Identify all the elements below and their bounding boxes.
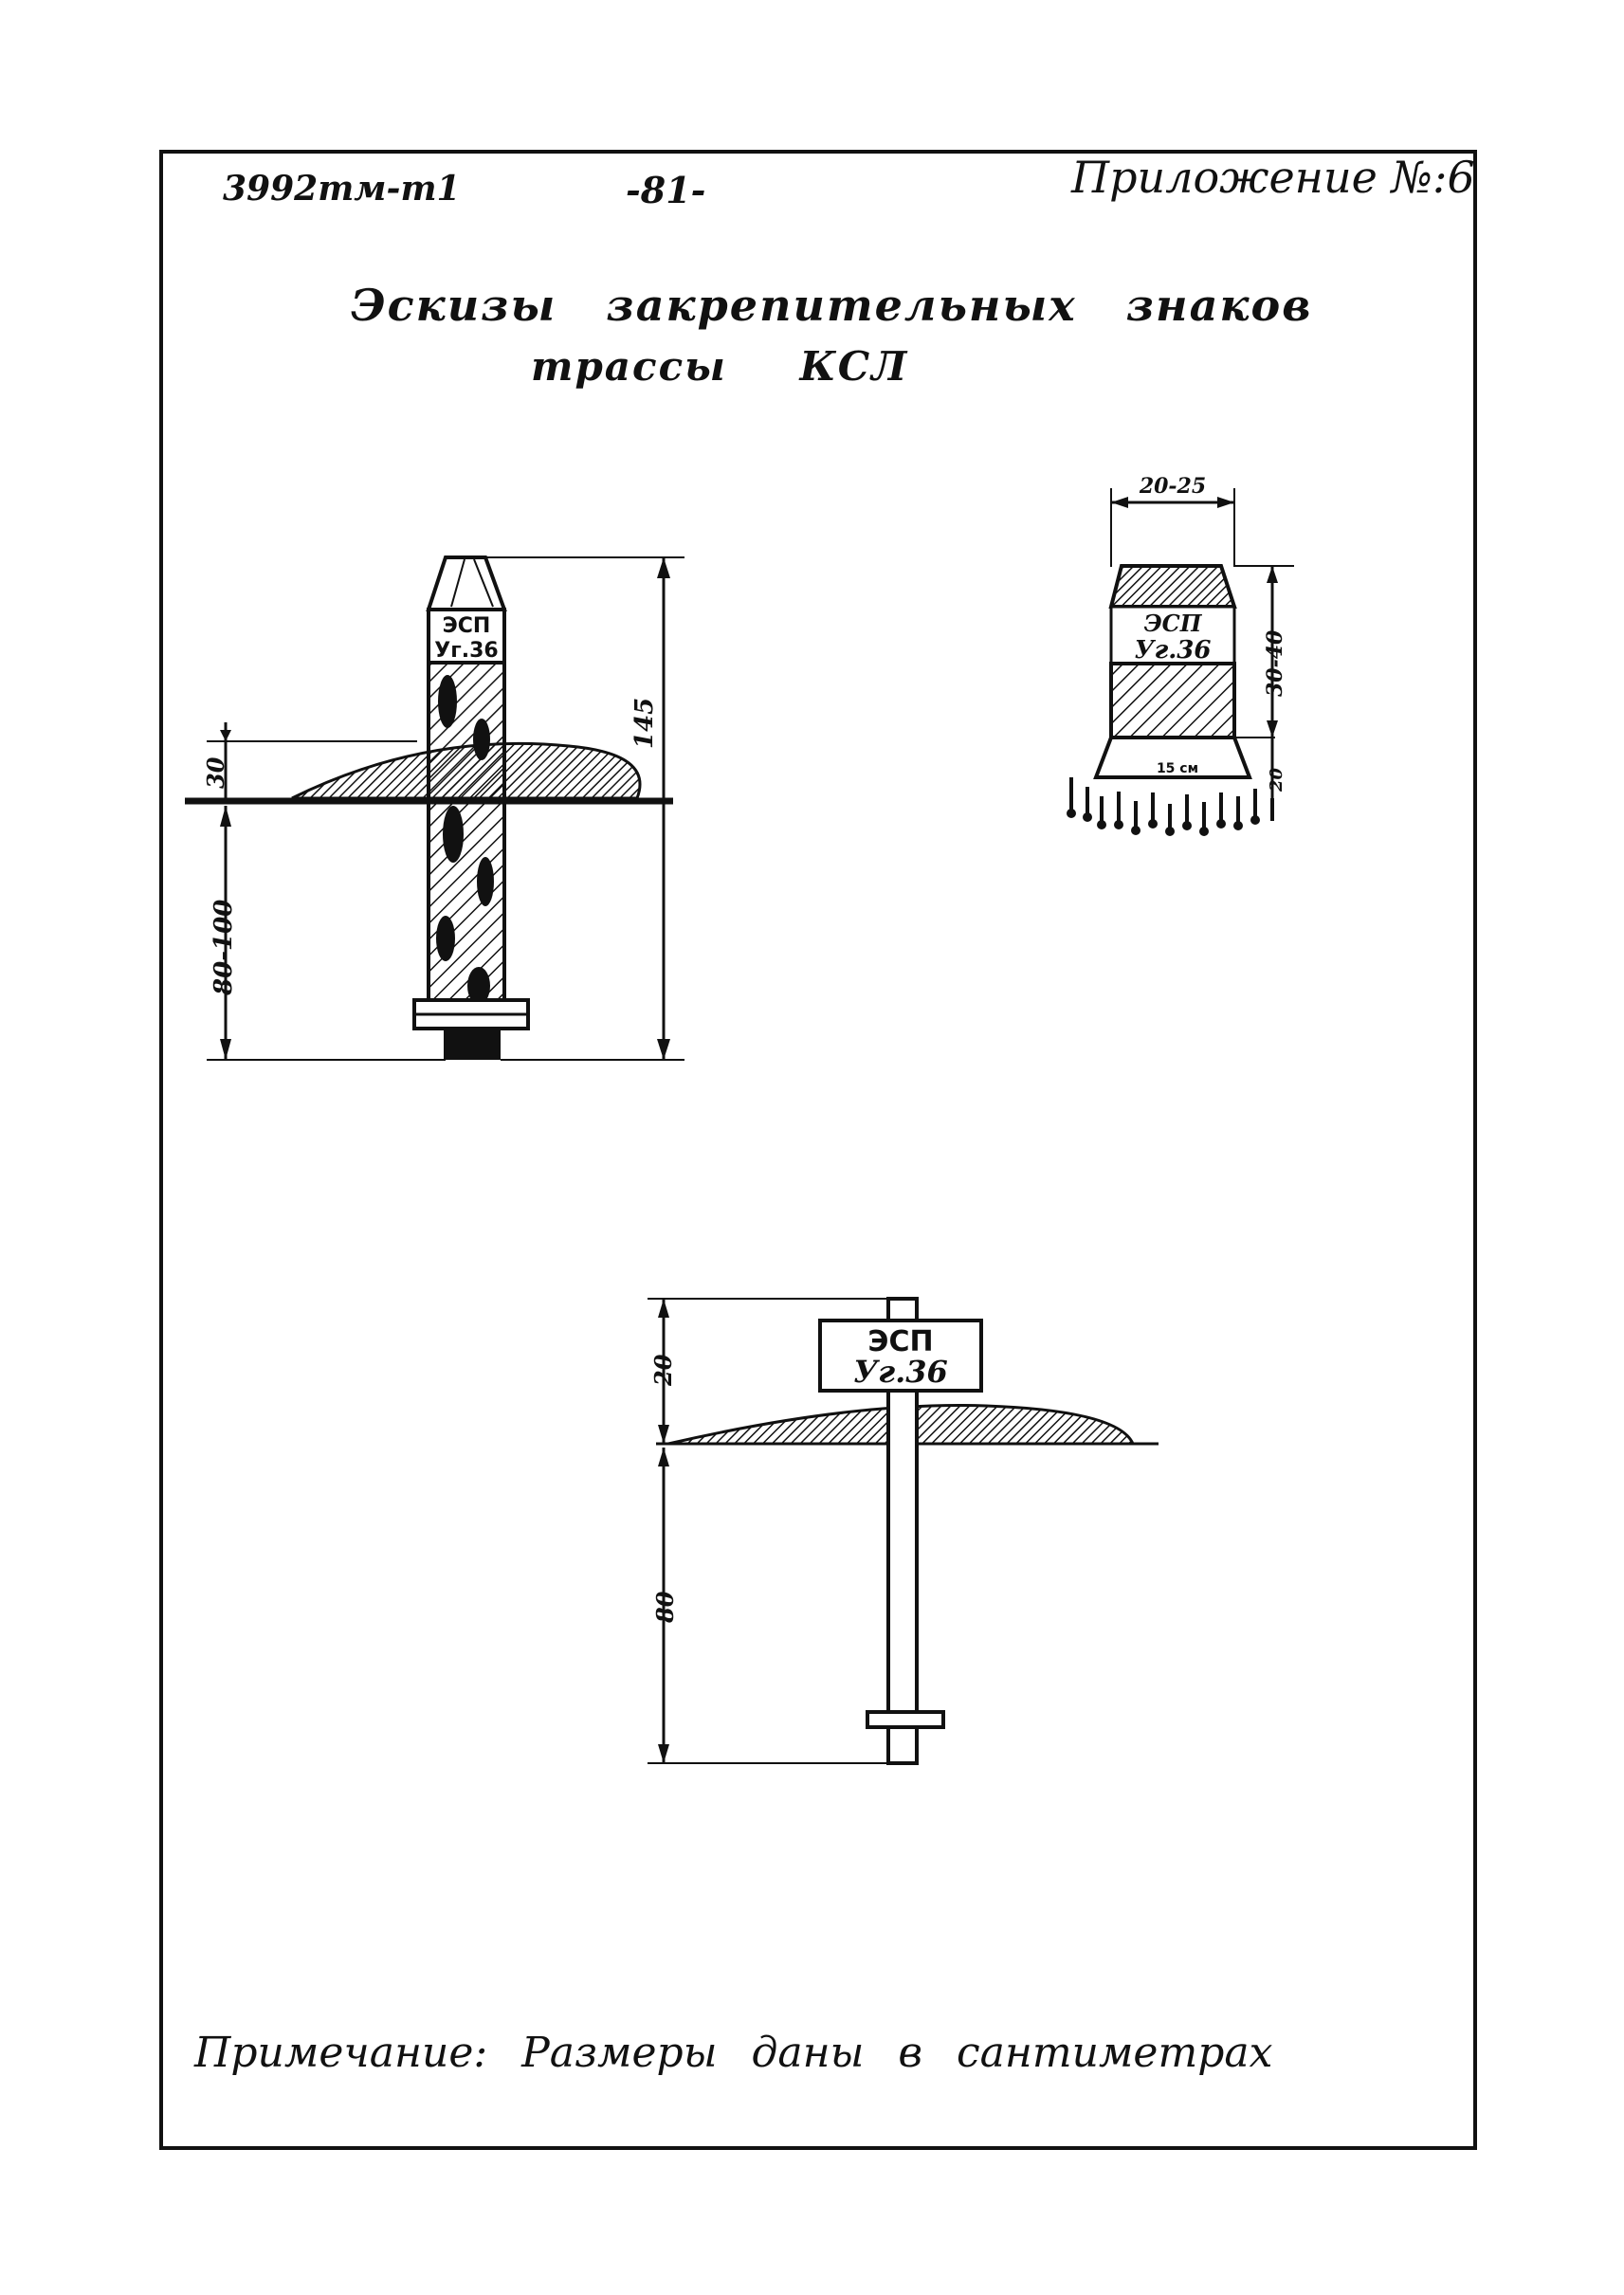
page-number: -81- [626,169,706,211]
plate-sign-line-1: ЭСП [867,1325,933,1358]
dim-base-label: 20 [1267,767,1286,792]
footnote: Примечание: Размеры даны в сантиметрах [194,2029,1273,2077]
sketch-plate-marker: ЭСП Уг.36 20 80 [648,1297,1159,1765]
stone-sign-line-1: ЭСП [1144,610,1203,637]
dim-mound-label: 30 [202,756,229,789]
post-top [426,556,507,611]
dim-total-label: 145 [630,698,659,749]
ground-texture [1067,777,1274,836]
page-frame [159,150,1477,2150]
dim-width-label: 20-25 [1139,474,1206,499]
stone-sign-line-2: Уг.36 [1135,636,1212,665]
dim-height-label: 30-40 [1263,629,1287,697]
plate-sign-line-2: Уг.36 [853,1354,948,1390]
document-code: 3992тм-т1 [223,169,461,209]
stone-sign-area [1109,605,1236,665]
stone-body [1109,662,1236,739]
post-sign-line-2: Уг.36 [434,639,498,663]
dim-above-label: 20 [649,1354,677,1387]
wood-grain [436,675,494,1005]
stone-top [1108,564,1237,609]
post-sign-line-1: ЭСП [443,614,491,638]
dim-depth-label: 80-100 [210,900,238,996]
sketch-wooden-post: ЭСП Уг.36 145 30 80-100 [185,556,684,1061]
stone-small-note: 15 см [1157,761,1198,776]
title-line-1: Эскизы закрепительных знаков [351,280,1313,331]
stone-base [1093,736,1252,779]
appendix-label: Приложение №:6 [1071,152,1475,203]
anchor-bar [866,1710,945,1729]
post-sign-area [427,608,506,665]
plate-sign [818,1319,983,1393]
sketch-stone-marker: 20-25 ЭСП Уг.36 15 см [1067,474,1294,836]
title-line-2: трассы КСЛ [531,343,909,390]
dim-depth-label-2: 80 [651,1591,679,1624]
